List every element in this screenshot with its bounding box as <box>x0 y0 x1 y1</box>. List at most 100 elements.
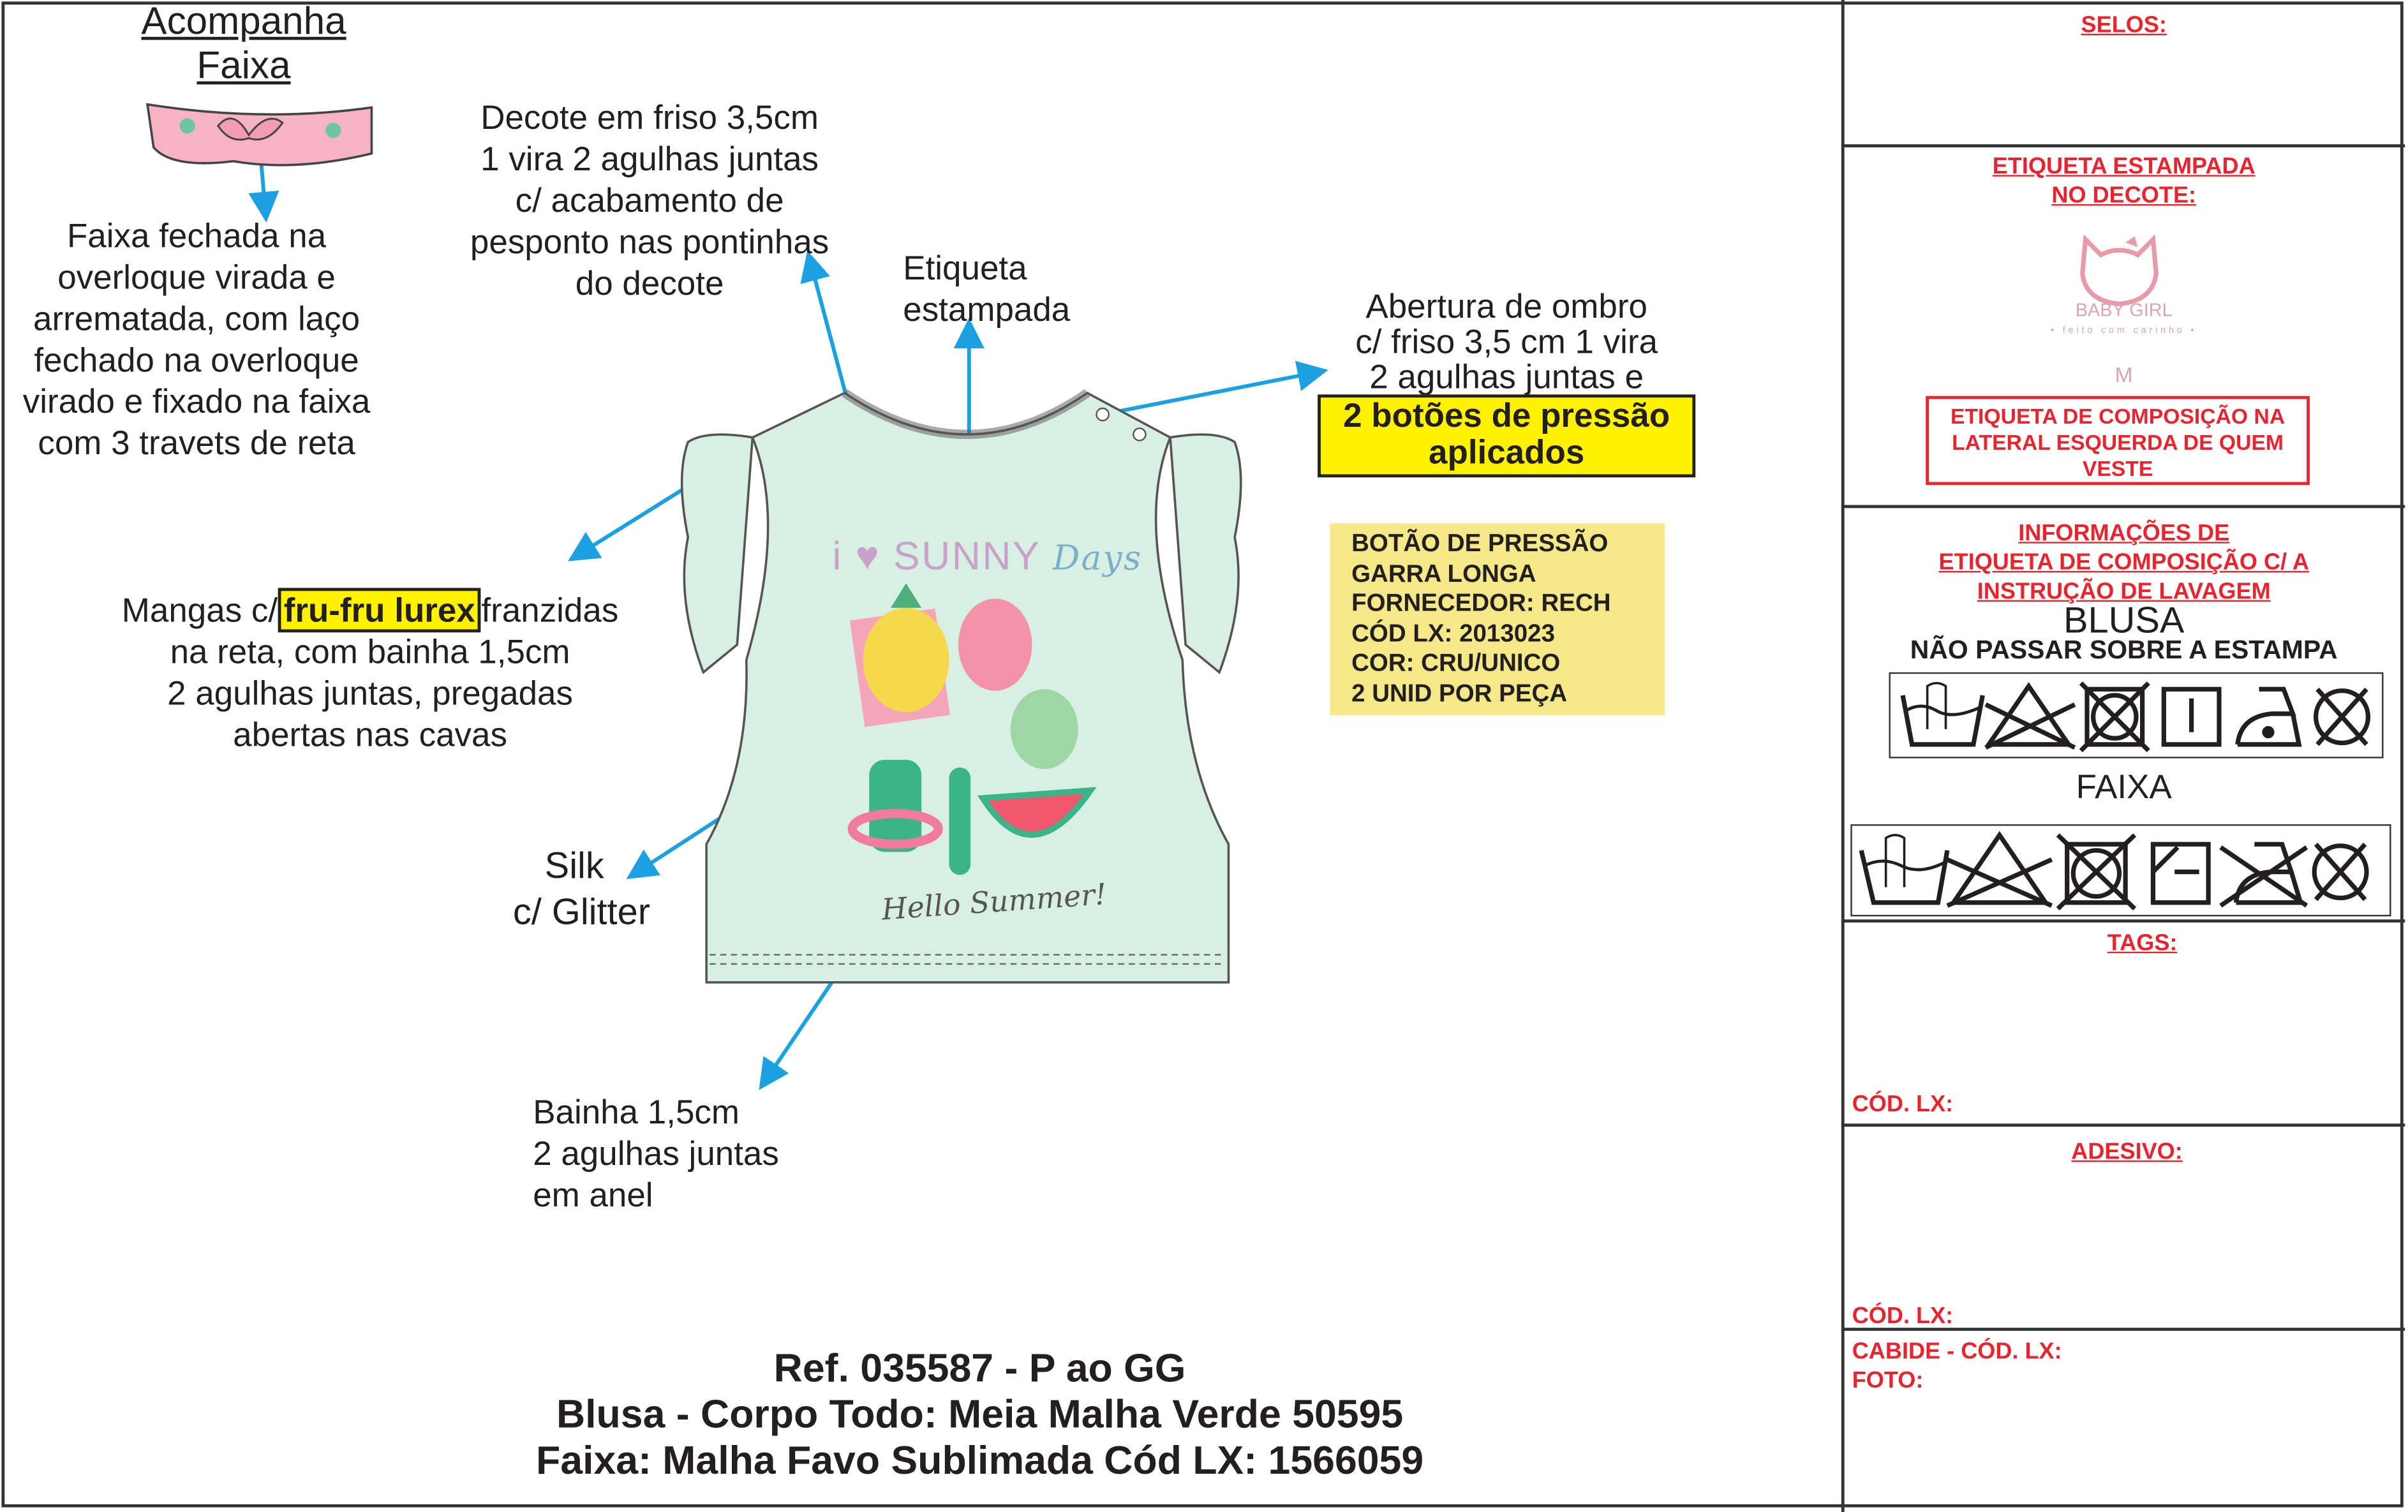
silk-note: Silk c/ Glitter <box>513 844 650 936</box>
do-not-tumble-dry-icon <box>2056 833 2137 910</box>
title-line: ETIQUETA ESTAMPADA <box>1992 153 2256 180</box>
info-etiqueta-title: INFORMAÇÕES DE ETIQUETA DE COMPOSIÇÃO C/… <box>1843 519 2405 606</box>
faixa-care-symbols <box>1850 824 2391 917</box>
note-line: c/ acabamento de <box>515 181 784 220</box>
selos-title: SELOS: <box>2081 12 2167 39</box>
tags-title: TAGS: <box>2107 930 2178 956</box>
title-line: NO DECOTE: <box>2051 182 2197 209</box>
title-line: ETIQUETA DE COMPOSIÇÃO C/ A <box>1938 549 2309 576</box>
ombro-highlight-box: 2 botões de pressão aplicados <box>1318 394 1696 478</box>
foto-label: FOTO: <box>1852 1367 1924 1394</box>
ombro-note: Abertura de ombro c/ friso 3,5 cm 1 vira… <box>1318 288 1695 394</box>
acompanha-line: Acompanha <box>141 0 346 43</box>
iron-low-icon <box>2235 686 2302 747</box>
note-line: na reta, com bainha 1,5cm <box>170 632 570 671</box>
arrow-decote <box>800 250 849 397</box>
headband-illustration <box>145 103 373 167</box>
do-not-bleach-icon <box>1946 831 2053 908</box>
box-line: ETIQUETA DE COMPOSIÇÃO NA <box>1950 403 2285 429</box>
note-line: Bainha 1,5cm <box>533 1093 739 1132</box>
label-info-panel <box>1841 0 2408 1512</box>
do-not-dry-clean-icon <box>2312 842 2369 901</box>
note-line: 2 agulhas juntas, pregadas <box>167 674 573 713</box>
print-text: i ♥ SUNNY <box>832 532 1040 579</box>
blusa-label: BLUSA <box>2063 600 2185 642</box>
faixa-note: Faixa fechada na overloque virada e arre… <box>4 215 389 464</box>
print-script-text: Days <box>1052 540 1143 579</box>
note-line: em anel <box>533 1175 653 1215</box>
decote-note: Decote em friso 3,5cm 1 vira 2 agulhas j… <box>449 97 851 304</box>
arrow-faixa <box>248 161 279 223</box>
divider <box>1841 919 2405 923</box>
hand-wash-icon <box>1859 834 1950 905</box>
note-text: Mangas c/ <box>121 591 278 630</box>
title-line: INSTRUÇÃO DE LAVAGEM <box>1977 579 2271 605</box>
note-line: pesponto nas pontinhas <box>470 222 829 262</box>
faixa-label: FAIXA <box>2076 767 2172 806</box>
divider <box>1841 1123 2405 1127</box>
print-title: i ♥ SUNNY Days <box>833 533 1143 581</box>
cat-logo <box>2080 234 2159 307</box>
box-line: VESTE <box>2082 456 2153 481</box>
do-not-bleach-icon <box>1984 682 2076 750</box>
note-line: 2 botões de pressão <box>1343 396 1670 434</box>
do-not-tumble-dry-icon <box>2079 681 2150 753</box>
note-line: com 3 travets de reta <box>38 424 355 463</box>
adesivo-title: ADESIVO: <box>2071 1139 2183 1166</box>
note-line: abertas nas cavas <box>233 715 507 754</box>
note-line: Silk <box>544 845 604 887</box>
nao-passar-warning: NÃO PASSAR SOBRE A ESTAMPA <box>1910 635 2338 665</box>
fabric-line: Blusa - Corpo Todo: Meia Malha Verde 505… <box>556 1390 1404 1437</box>
spec-line: BOTÃO DE PRESSÃO <box>1351 531 1609 558</box>
spec-line: 2 UNID POR PEÇA <box>1351 681 1568 707</box>
hand-wash-icon <box>1900 681 1985 747</box>
dry-flat-shade-icon <box>2150 841 2211 905</box>
note-line: overloque virada e <box>57 258 336 297</box>
arrow-ombro <box>1102 360 1328 417</box>
composicao-note-box: ETIQUETA DE COMPOSIÇÃO NA LATERAL ESQUER… <box>1926 396 2310 485</box>
label-tagline: • feito com carinho • <box>2051 327 2197 336</box>
drip-dry-icon <box>2161 686 2222 747</box>
divider <box>1841 1328 2405 1331</box>
tshirt-illustration <box>680 389 1242 984</box>
do-not-iron-icon <box>2219 841 2308 908</box>
ref-line: Ref. 035587 - P ao GG <box>773 1344 1186 1391</box>
note-line: c/ friso 3,5 cm 1 vira <box>1355 322 1658 361</box>
divider <box>1841 144 2405 147</box>
note-line: arrematada, com laço <box>33 299 360 338</box>
spec-line: FORNECEDOR: RECH <box>1351 591 1611 618</box>
note-line: 2 agulhas juntas <box>533 1134 779 1173</box>
divider <box>1841 505 2405 508</box>
etiqueta-note: Etiqueta estampada <box>903 247 1070 330</box>
note-line: estampada <box>903 290 1071 329</box>
adesivo-cod-lx: CÓD. LX: <box>1852 1303 1954 1330</box>
spec-line: GARRA LONGA <box>1351 561 1536 588</box>
box-line: LATERAL ESQUERDA DE QUEM <box>1952 429 2284 455</box>
note-line: do decote <box>575 263 724 302</box>
note-line: 1 vira 2 agulhas juntas <box>480 139 819 179</box>
acompanha-faixa-title: Acompanha Faixa <box>141 0 346 89</box>
note-line: Faixa fechada na <box>66 216 327 255</box>
spec-line: COR: CRU/UNICO <box>1351 651 1561 678</box>
note-line: fechado na overloque <box>34 341 359 380</box>
note-line: virado e fixado na faixa <box>22 382 371 421</box>
blusa-care-symbols <box>1889 672 2384 759</box>
botao-spec-box: BOTÃO DE PRESSÃO GARRA LONGA FORNECEDOR:… <box>1330 523 1665 716</box>
note-line: Etiqueta <box>903 248 1027 287</box>
etiqueta-estampada-title: ETIQUETA ESTAMPADA NO DECOTE: <box>1843 152 2405 210</box>
note-line: Abertura de ombro <box>1365 286 1647 326</box>
note-line: aplicados <box>1429 433 1585 471</box>
bainha-note: Bainha 1,5cm 2 agulhas juntas em anel <box>533 1092 779 1216</box>
mangas-highlight: fru-fru lurex <box>278 588 482 633</box>
label-brand: BABY GIRL <box>2075 299 2173 321</box>
arrow-bainha <box>759 978 836 1090</box>
note-line: c/ Glitter <box>512 891 650 933</box>
label-size: M <box>2114 362 2133 387</box>
note-text: franzidas <box>481 591 619 630</box>
cabide-cod-lx: CABIDE - CÓD. LX: <box>1852 1338 2062 1365</box>
faixa-fabric-line: Faixa: Malha Favo Sublimada Cód LX: 1566… <box>536 1437 1424 1483</box>
acompanha-line: Faixa <box>197 44 291 88</box>
